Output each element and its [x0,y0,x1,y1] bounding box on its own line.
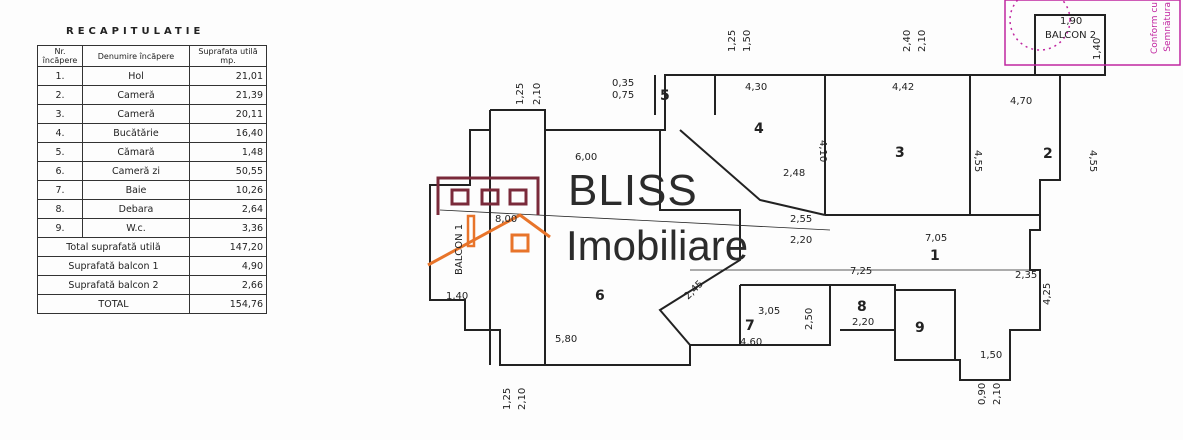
brand-subtitle: Imobiliare [566,222,749,269]
stamp-text-signature: Semnătura [1163,2,1173,52]
dimension-label: 0,35 [612,78,634,89]
dimension-label: 2,35 [1015,270,1037,281]
dimension-label: 6,00 [575,152,597,163]
dimension-label: 1,25 [502,388,513,410]
dimension-label: 7,25 [850,266,872,277]
stamp-border [1004,0,1181,66]
walls [429,14,1106,381]
dimension-label: 2,10 [517,388,528,410]
room-4-label: 4 [754,121,764,137]
dimension-label: 2,20 [852,317,874,328]
dimension-label: 4,55 [1087,150,1098,172]
room-6-label: 6 [595,288,605,304]
recap-table: Nr. încăpere Denumire încăpere Suprafata… [37,45,267,314]
total-area: 154,76 [189,294,267,314]
dimension-label: 2,45 [682,279,706,303]
room-8-label: 8 [857,299,867,315]
recap-title: RECAPITULATIE [66,26,205,37]
dimension-label: 8,00 [495,214,517,225]
room-2-label: 2 [1043,146,1053,162]
dimension-label: 4,10 [817,140,828,162]
dimension-label: 4,30 [745,82,767,93]
dimension-label: 1,25 [515,83,526,105]
dimension-label: 4,55 [972,150,983,172]
dimension-label: 0,90 [977,383,988,405]
room-7-label: 7 [745,318,755,334]
dimension-label: 2,55 [790,214,812,225]
dimension-label: 7,05 [925,233,947,244]
room-area: 2,64 [189,199,267,219]
dimension-label: 3,05 [758,306,780,317]
dimension-label: 4,60 [740,337,762,348]
balcony-2-label: BALCON 2 [1045,30,1096,41]
dimension-label: 2,20 [790,235,812,246]
room-3-label: 3 [895,145,905,161]
dimension-label: 4,42 [892,82,914,93]
dimension-label: 1,50 [742,30,753,52]
dimension-label: 5,80 [555,334,577,345]
stamp-text-conform: Conform cu [1150,2,1160,54]
balcony-1-label: BALCON 1 [454,224,465,275]
dimension-label: 1,40 [446,291,468,302]
dimension-label: 2,10 [532,83,543,105]
brand-name: BLISS [568,166,698,215]
recap-row: 9.W.c.3,36 [37,218,267,238]
dimension-label: 1,40 [1092,38,1103,60]
dimension-label: 2,40 [902,30,913,52]
room-9-label: 9 [915,320,925,336]
dimension-label: 2,10 [992,383,1003,405]
dimension-label: 1,25 [727,30,738,52]
dimension-label: 2,48 [783,168,805,179]
recap-header-row: Nr. încăpere Denumire încăpere Suprafata… [37,45,267,67]
bliss-logo-icon [427,176,551,267]
room-1-label: 1 [930,248,940,264]
dimension-label: 2,10 [917,30,928,52]
room-5-label: 5 [660,88,670,104]
dimension-label: 4,25 [1042,283,1053,305]
dimension-label: 0,75 [612,90,634,101]
dimension-label: 4,70 [1010,96,1032,107]
dimension-label: 1,50 [980,350,1002,361]
dimension-label: 2,50 [804,308,815,330]
dimension-label: 1,90 [1060,16,1082,27]
